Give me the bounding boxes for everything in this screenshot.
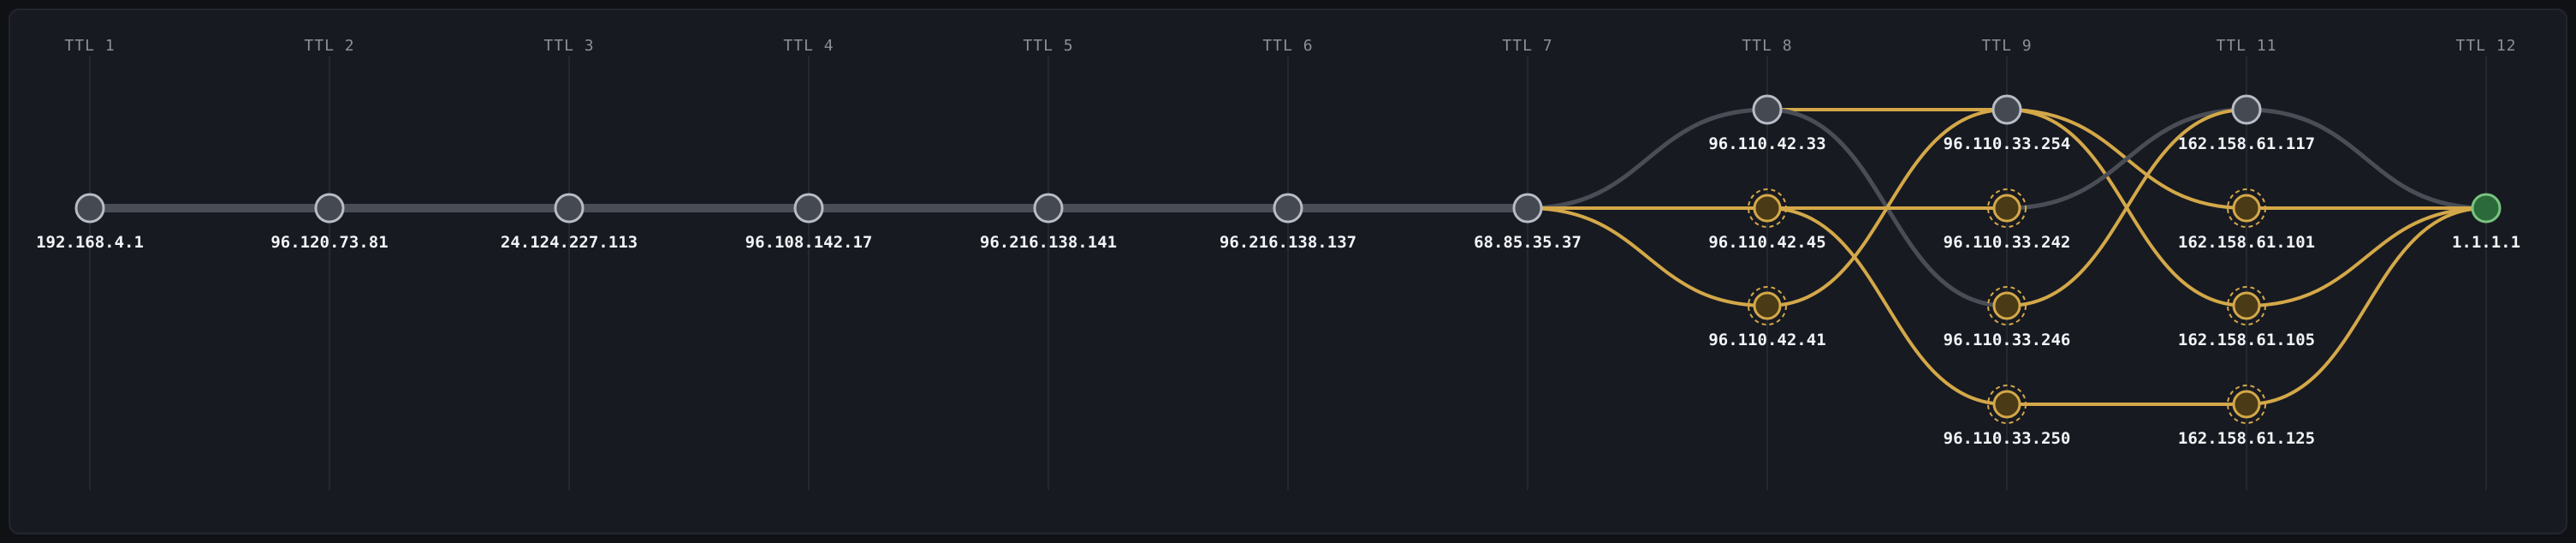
hop-node-multi[interactable] (1987, 385, 2027, 424)
route-edge-multi (1766, 206, 2009, 406)
multipath-ring (2227, 286, 2266, 325)
hop-node-multi[interactable] (2227, 385, 2266, 424)
ttl-label: TTL 7 (1502, 37, 1552, 55)
route-edge-multi (1766, 108, 2009, 307)
route-nodes (74, 94, 2502, 424)
node-circle (1752, 94, 1783, 125)
node-circle (2232, 390, 2261, 419)
hop-node-multi[interactable] (2227, 188, 2266, 228)
hop-ip-label: 162.158.61.117 (2178, 134, 2315, 153)
hop-node-primary[interactable] (1752, 94, 1783, 125)
route-edge-multi (2005, 108, 2248, 307)
node-circle (2471, 193, 2502, 224)
node-circle (1991, 94, 2022, 125)
hop-ip-label: 96.110.42.41 (1708, 331, 1825, 349)
hop-ip-label: 96.110.33.254 (1944, 134, 2071, 153)
hop-ip-label: 1.1.1.1 (2452, 233, 2520, 252)
hop-node-primary[interactable] (793, 193, 824, 224)
multipath-ring (2227, 188, 2266, 228)
ttl-label: TTL 11 (2216, 37, 2276, 55)
hop-ip-label: 96.110.42.33 (1708, 134, 1825, 153)
hop-ip-label: 96.120.73.81 (270, 233, 388, 252)
hop-node-primary[interactable] (1991, 94, 2022, 125)
node-circle (1992, 291, 2021, 320)
route-edges (86, 107, 2489, 406)
node-circle (314, 193, 345, 224)
route-edge-multi (2245, 206, 2488, 307)
hop-ip-label: 192.168.4.1 (36, 233, 144, 252)
route-edge-alt (2004, 107, 2249, 211)
ttl-label: TTL 2 (304, 37, 354, 55)
ttl-label: TTL 1 (64, 37, 115, 55)
hop-ip-label: 96.216.138.137 (1220, 233, 1356, 252)
node-circle (1273, 193, 1303, 224)
hop-ip-label: 24.124.227.113 (501, 233, 638, 252)
hop-node-dest[interactable] (2471, 193, 2502, 224)
multipath-ring (2227, 385, 2266, 424)
ttl-label: TTL 5 (1023, 37, 1073, 55)
ttl-label: TTL 3 (543, 37, 594, 55)
ttl-label: TTL 4 (783, 37, 834, 55)
hop-node-primary[interactable] (554, 193, 585, 224)
labels: TTL 1 TTL 2 TTL 3 TTL 4 TTL 5 TTL 6 TTL 7 TTL 8… (36, 37, 2520, 448)
multipath-ring (1987, 286, 2027, 325)
node-circle (1753, 194, 1782, 223)
ttl-label: TTL 8 (1742, 37, 1792, 55)
node-circle (554, 193, 585, 224)
multipath-ring (1748, 286, 1787, 325)
node-circle (1512, 193, 1543, 224)
hop-ip-label: 162.158.61.105 (2178, 331, 2315, 349)
route-edge-alt (1525, 107, 1770, 211)
route-edge-multi (1526, 206, 1769, 307)
node-circle (2232, 194, 2261, 223)
route-edge-multi (2245, 206, 2488, 406)
hop-ip-label: 96.110.33.242 (1944, 233, 2071, 252)
hop-ip-label: 96.110.42.45 (1708, 233, 1825, 252)
hop-ip-label: 96.108.142.17 (745, 233, 873, 252)
ttl-label: TTL 12 (2455, 37, 2516, 55)
node-circle (793, 193, 824, 224)
hop-ip-label: 162.158.61.125 (2178, 429, 2315, 448)
node-circle (1992, 194, 2021, 223)
hop-node-primary[interactable] (314, 193, 345, 224)
hop-node-multi[interactable] (1987, 286, 2027, 325)
hop-grid (89, 57, 2487, 490)
multipath-ring (1987, 188, 2027, 228)
multipath-ring (1987, 385, 2027, 424)
ttl-label: TTL 6 (1262, 37, 1313, 55)
hop-node-primary[interactable] (1273, 193, 1303, 224)
hop-ip-label: 68.85.35.37 (1474, 233, 1582, 252)
ttl-label: TTL 9 (1981, 37, 2032, 55)
hop-node-multi[interactable] (1748, 188, 1787, 228)
node-circle (2232, 291, 2261, 320)
hop-node-multi[interactable] (1987, 188, 2027, 228)
hop-node-multi[interactable] (1748, 286, 1787, 325)
hop-node-multi[interactable] (2227, 286, 2266, 325)
hop-node-primary[interactable] (1033, 193, 1064, 224)
node-circle (1753, 291, 1782, 320)
multipath-ring (1748, 188, 1787, 228)
hop-ip-label: 162.158.61.101 (2178, 233, 2315, 252)
node-circle (1992, 390, 2021, 419)
node-circle (1033, 193, 1064, 224)
route-edge-alt (2244, 107, 2489, 211)
hop-ip-label: 96.110.33.246 (1944, 331, 2071, 349)
node-circle (74, 193, 105, 224)
hop-ip-label: 96.216.138.141 (980, 233, 1117, 252)
node-circle (2231, 94, 2262, 125)
hop-node-primary[interactable] (2231, 94, 2262, 125)
hop-node-primary[interactable] (74, 193, 105, 224)
hop-ip-label: 96.110.33.250 (1944, 429, 2071, 448)
hop-node-primary[interactable] (1512, 193, 1543, 224)
